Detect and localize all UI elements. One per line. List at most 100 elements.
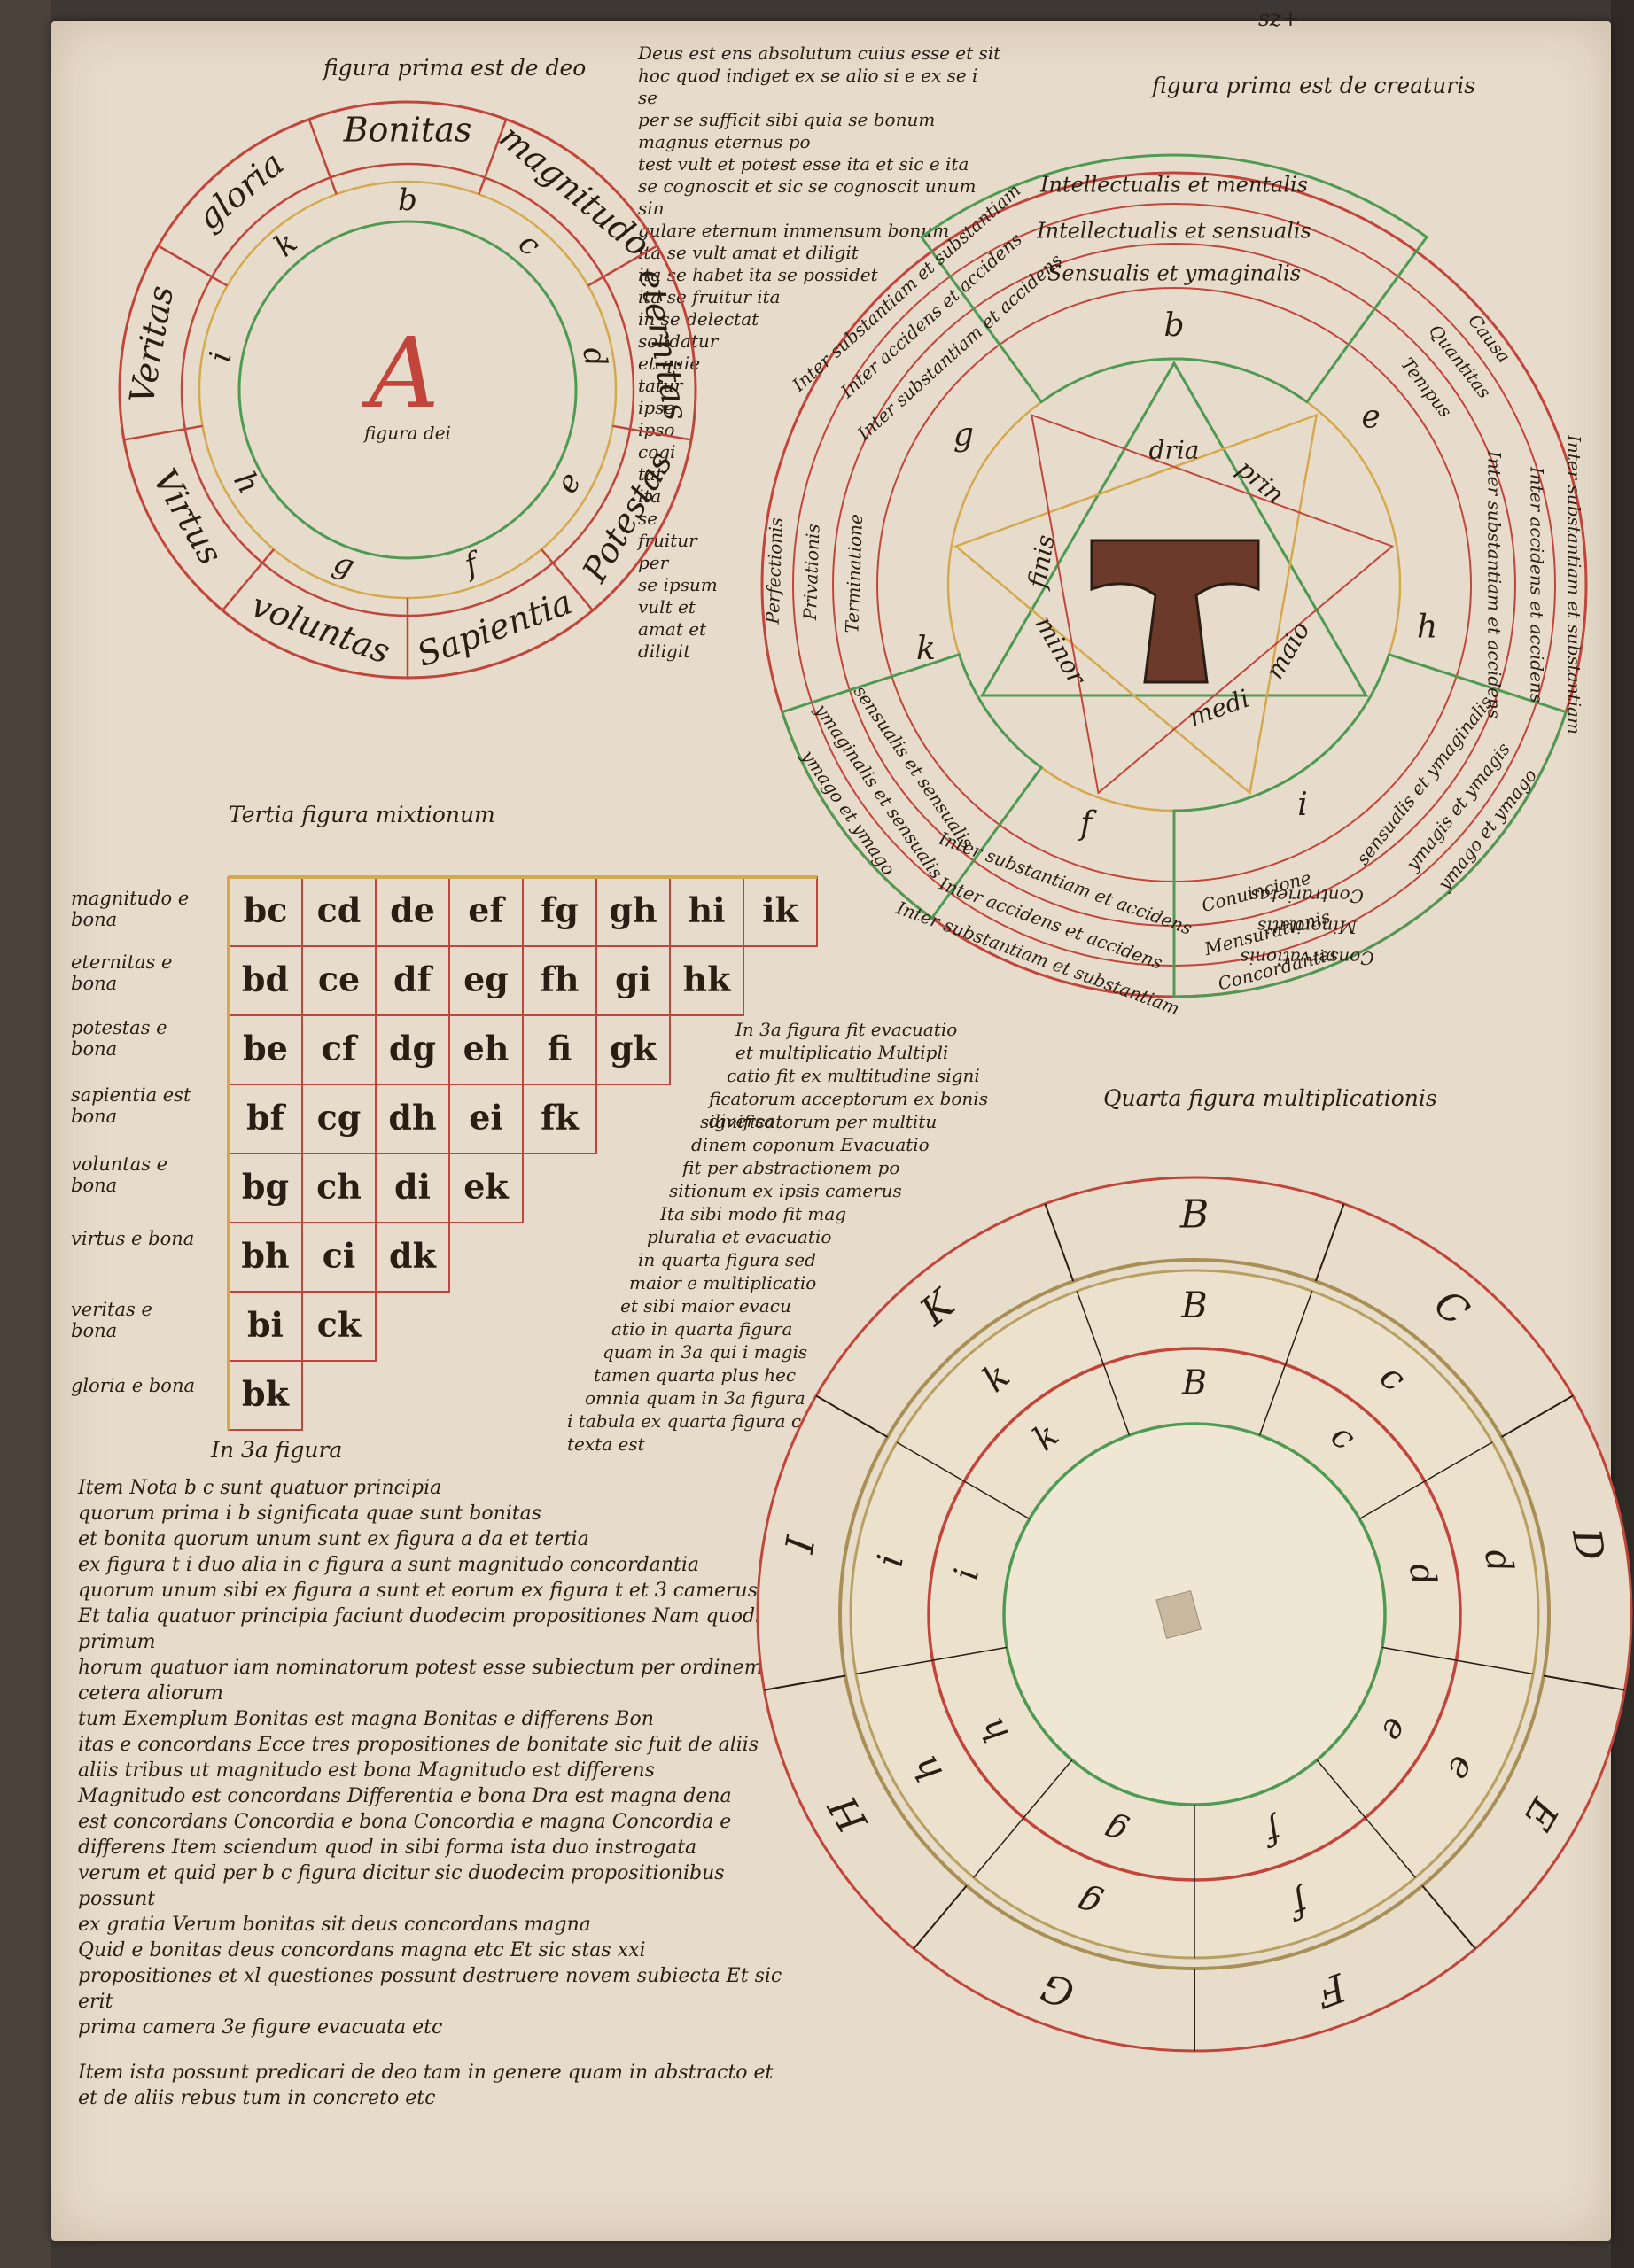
deus-line: Deus est ens absolutum cuius esse et sit — [638, 43, 1001, 64]
deus-line: in se delectat — [638, 308, 759, 330]
inner-letter: B — [1181, 1363, 1207, 1402]
table-cell-text: dh — [388, 1098, 436, 1138]
table-cell-text: ck — [317, 1305, 362, 1345]
sector-divider — [612, 424, 692, 441]
paragraph-line: est concordans Concordia e bona Concordi… — [78, 1811, 732, 1833]
outer-divider — [913, 1884, 968, 1950]
table-cell — [448, 1153, 524, 1223]
table-cell-text: fi — [548, 1029, 572, 1068]
deus-line: amat et — [638, 618, 707, 640]
sector-letter: i — [1297, 787, 1308, 823]
top-sector-text: Intellectualis et mentalis — [1039, 173, 1308, 198]
center-pivot — [1155, 1589, 1202, 1640]
table-cell-text: cd — [317, 890, 362, 930]
triangle-label: minor — [1030, 610, 1093, 690]
table-cell-text: ei — [469, 1098, 503, 1138]
deus-line: hoc quod indiget ex se alio si e ex se i… — [638, 65, 978, 108]
paragraph-line: prima camera 3e figure evacuata etc — [78, 2016, 443, 2039]
middle-divider — [855, 1659, 933, 1675]
table-cell-text: bk — [242, 1374, 290, 1414]
inner-divider — [1258, 1363, 1287, 1436]
triangle-label: dria — [1149, 436, 1200, 465]
dignity-letter: c — [511, 226, 547, 264]
paragraph-line: propositiones et xl questiones possunt d… — [78, 1965, 782, 2013]
deus-line: ita se habet ita se possidet — [638, 264, 878, 285]
third-text-line: sitionum ex ipsis camerus — [669, 1180, 902, 1201]
table-row-label: virtus e bona — [71, 1228, 195, 1249]
top-sector-text: Sensualis et ymaginalis — [1047, 261, 1301, 286]
inner-divider — [1381, 1646, 1457, 1661]
deus-line: per se sufficit sibi quia se bonum magnu… — [638, 109, 936, 152]
table-caption: Tertia figura mixtionum — [229, 802, 495, 827]
table-cell-text: bi — [247, 1305, 284, 1345]
table-cell — [375, 1222, 450, 1293]
corner-mark: sz+ — [1258, 5, 1300, 31]
third-text-line: tamen quarta plus hec — [594, 1364, 797, 1386]
dignity-name: magnitudo — [492, 117, 657, 265]
dignity-letter: b — [398, 183, 417, 218]
third-text-line: dinem coponum Evacuatio — [691, 1134, 930, 1155]
paragraph-line: ex figura t i duo alia in c figura a sun… — [78, 1554, 700, 1576]
table-cell-text: de — [390, 890, 435, 930]
table-cell — [669, 945, 744, 1016]
middle-divider — [973, 1817, 1024, 1878]
middle-divider — [1076, 1291, 1105, 1365]
table-cell-text: fg — [541, 890, 579, 930]
top-left-text: Inter substantiam et substantiam — [788, 179, 1025, 396]
paragraph-line: Et talia quatuor principia faciunt duode… — [78, 1605, 800, 1653]
table-row-label: gloria e bona — [71, 1375, 195, 1396]
table-cell-text: ik — [762, 890, 798, 930]
middle-divider — [1284, 1291, 1313, 1365]
paragraph-line: et de aliis rebus tum in concreto etc — [78, 2087, 436, 2109]
fig-quarta-caption: Quarta figura multiplicationis — [1103, 1085, 1437, 1111]
paragraph-line: quorum unum sibi ex figura a sunt et eor… — [78, 1580, 758, 1602]
right-mid-text: Inter accidens et accidens — [1527, 466, 1548, 703]
paragraph-line: quorum prima i b significata quae sunt b… — [78, 1503, 542, 1525]
green-sector-left — [780, 652, 1044, 920]
left-top-text: Terminatione — [841, 514, 867, 633]
middle-divider — [1365, 1817, 1416, 1878]
right-mid-text: Inter substantiam et accidens — [1484, 450, 1506, 718]
sector-divider — [478, 119, 508, 195]
table-cell-text: ek — [463, 1167, 509, 1207]
paragraph-line: et bonita quorum unum sunt ex figura a d… — [78, 1528, 589, 1550]
paragraph-line: ex gratia Verum bonitas sit deus concord… — [78, 1914, 591, 1936]
green-sector-bottom — [1172, 652, 1568, 998]
table-cell-text: be — [243, 1029, 288, 1068]
third-text-line: maior e multiplicatio — [629, 1272, 817, 1293]
binding-edge-left — [0, 0, 51, 2268]
dignity-letter: e — [549, 466, 589, 499]
paragraph-line: itas e concordans Ecce tres propositione… — [78, 1734, 759, 1756]
deus-line: ita se vult amat et diligit — [638, 242, 859, 263]
middle-divider — [1424, 1441, 1493, 1482]
third-text-line: in quarta figura sed — [638, 1249, 816, 1270]
table-cell-text: cf — [322, 1029, 359, 1068]
table-cell-text: bc — [244, 890, 288, 930]
table-cell — [522, 1084, 597, 1154]
table-cell-text: dg — [389, 1029, 436, 1068]
sector-divider — [222, 548, 275, 611]
table-cell-text: fh — [541, 959, 580, 999]
table-cell-text: bh — [241, 1236, 289, 1276]
third-text-line: ficatorum acceptorum ex bonis diversa — [709, 1088, 988, 1131]
third-text-line: fit per abstractionem po — [682, 1157, 900, 1178]
dignity-letter: g — [329, 545, 359, 585]
table-cell-text: ef — [468, 890, 506, 930]
third-text-line: atio in quarta figura — [611, 1318, 793, 1340]
paragraph-line: Item ista possunt predicari de deo tam i… — [78, 2062, 774, 2084]
third-text-line: In 3a figura fit evacuatio — [735, 1019, 958, 1040]
outer-divider — [1500, 1394, 1574, 1438]
third-text-line: catio fit ex multitudine signi — [727, 1065, 980, 1086]
table-cell-text: hi — [688, 890, 725, 930]
paragraph-line: Quid e bonitas deus concordans magna etc… — [78, 1939, 646, 1961]
deus-line: test vult et potest esse ita et sic e it… — [638, 153, 969, 175]
table-cell-text: hk — [683, 959, 732, 999]
outer-divider — [1314, 1203, 1345, 1282]
middle-divider — [896, 1441, 965, 1482]
paragraph-line: horum quatuor iam nominatorum potest ess… — [78, 1657, 763, 1705]
middle-letter: B — [1180, 1285, 1207, 1326]
inner-divider — [963, 1480, 1031, 1520]
